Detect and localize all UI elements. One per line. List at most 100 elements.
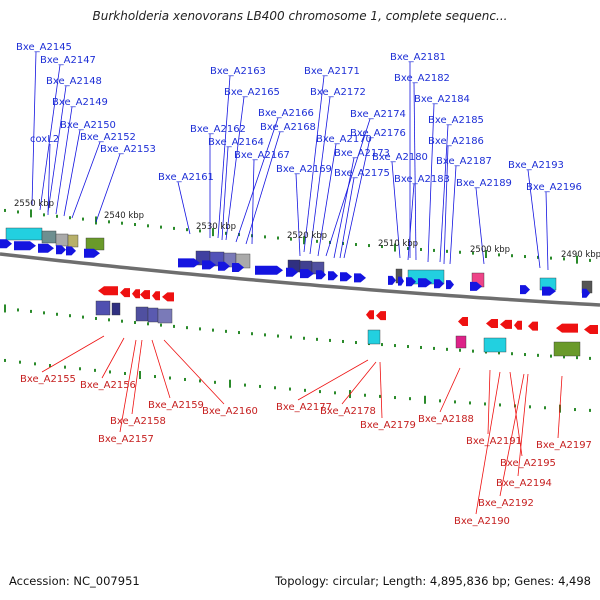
callout-line (101, 337, 125, 379)
gene-label-bxe_a2189: Bxe_A2189 (456, 178, 512, 189)
callout-line (413, 82, 417, 261)
gene-label-bxe_a2153: Bxe_A2153 (100, 144, 156, 155)
scale-tick (303, 236, 305, 245)
scale-tick (550, 256, 552, 260)
reverse-gene-arrow (458, 317, 468, 326)
scale-tick (563, 355, 565, 359)
callout-line (245, 131, 281, 245)
reverse-gene-arrow (556, 323, 578, 333)
scale-tick (498, 253, 500, 257)
callout-line (235, 117, 279, 243)
forward-gene-arrow (542, 286, 556, 296)
callout-line (47, 143, 51, 216)
scale-tick (95, 216, 97, 225)
callout-line (151, 339, 171, 399)
scale-tick (394, 344, 396, 348)
callout-line (217, 75, 231, 239)
scale-tick (511, 352, 513, 356)
gene-label-bxe_a2197: Bxe_A2197 (536, 440, 592, 451)
scale-tick (147, 322, 149, 326)
feature-block (95, 300, 111, 316)
feature-block (157, 308, 173, 324)
feature-block (553, 341, 581, 357)
callout-line (225, 96, 245, 241)
scale-tick (446, 249, 448, 253)
scale-tick (544, 406, 546, 410)
forward-gene-arrow (388, 275, 396, 285)
callout-line (297, 359, 369, 401)
forward-gene-arrow (218, 261, 230, 271)
gene-label-bxe_a2188: Bxe_A2188 (418, 414, 474, 425)
scale-tick (30, 209, 32, 218)
gene-label-bxe_a2190: Bxe_A2190 (454, 516, 510, 527)
scale-tick (484, 402, 486, 406)
forward-gene-arrow (406, 277, 416, 287)
callout-line (41, 335, 105, 373)
scale-tick (472, 251, 474, 255)
gene-label-bxe_a2173: Bxe_A2173 (334, 148, 390, 159)
scale-tick (472, 349, 474, 353)
gene-label-bxe_a2168: Bxe_A2168 (260, 122, 316, 133)
callout-line (557, 375, 563, 439)
kbp-label: 2500 kbp (470, 245, 510, 255)
callout-line (475, 371, 501, 515)
scale-tick (394, 396, 396, 400)
scale-tick (381, 343, 383, 347)
scale-tick (30, 309, 32, 313)
scale-tick (381, 245, 383, 249)
scale-tick (334, 391, 336, 395)
scale-tick (4, 358, 6, 362)
gene-label-bxe_a2176: Bxe_A2176 (350, 128, 406, 139)
forward-gene-arrow (66, 246, 76, 256)
gene-label-coxl2: coxL2 (30, 134, 59, 145)
scale-tick (459, 250, 461, 254)
scale-tick (199, 327, 201, 331)
kbp-label: 2520 kbp (287, 231, 327, 241)
scale-tick (550, 354, 552, 358)
gene-label-bxe_a2172: Bxe_A2172 (310, 87, 366, 98)
backbone-line (0, 252, 600, 307)
forward-gene-arrow (0, 239, 12, 249)
gene-label-bxe_a2179: Bxe_A2179 (360, 420, 416, 431)
scale-tick (17, 210, 19, 214)
scale-tick (589, 258, 591, 262)
scale-tick (79, 367, 81, 371)
gene-label-bxe_a2159: Bxe_A2159 (148, 400, 204, 411)
kbp-label: 2540 kbp (104, 211, 144, 221)
scale-tick (319, 390, 321, 394)
feature-block (55, 233, 69, 247)
gene-label-bxe_a2193: Bxe_A2193 (508, 160, 564, 171)
scale-tick (289, 387, 291, 391)
reverse-gene-arrow (486, 319, 498, 328)
forward-gene-arrow (520, 285, 530, 295)
scale-tick (19, 360, 21, 364)
scale-tick (264, 235, 266, 239)
gene-label-bxe_a2164: Bxe_A2164 (208, 137, 264, 148)
gene-label-bxe_a2175: Bxe_A2175 (334, 168, 390, 179)
scale-tick (316, 239, 318, 243)
scale-tick (108, 220, 110, 224)
scale-tick (94, 368, 96, 372)
scale-tick (43, 213, 45, 217)
reverse-gene-arrow (376, 311, 386, 321)
scale-tick (537, 353, 539, 357)
gene-label-bxe_a2171: Bxe_A2171 (304, 66, 360, 77)
gene-label-bxe_a2161: Bxe_A2161 (158, 172, 214, 183)
scale-tick (134, 321, 136, 325)
gene-label-bxe_a2165: Bxe_A2165 (224, 87, 280, 98)
scale-tick (225, 231, 227, 235)
scale-tick (160, 225, 162, 229)
scale-tick (459, 348, 461, 352)
kbp-label: 2550 kbp (14, 199, 54, 209)
gene-label-bxe_a2183: Bxe_A2183 (394, 174, 450, 185)
scale-tick (173, 324, 175, 328)
gene-label-bxe_a2180: Bxe_A2180 (372, 152, 428, 163)
reverse-gene-arrow (162, 292, 174, 302)
scale-tick (69, 314, 71, 318)
scale-tick (274, 386, 276, 390)
reverse-gene-arrow (500, 319, 512, 329)
scale-tick (563, 257, 565, 261)
callout-line (427, 103, 435, 263)
scale-tick (264, 333, 266, 337)
